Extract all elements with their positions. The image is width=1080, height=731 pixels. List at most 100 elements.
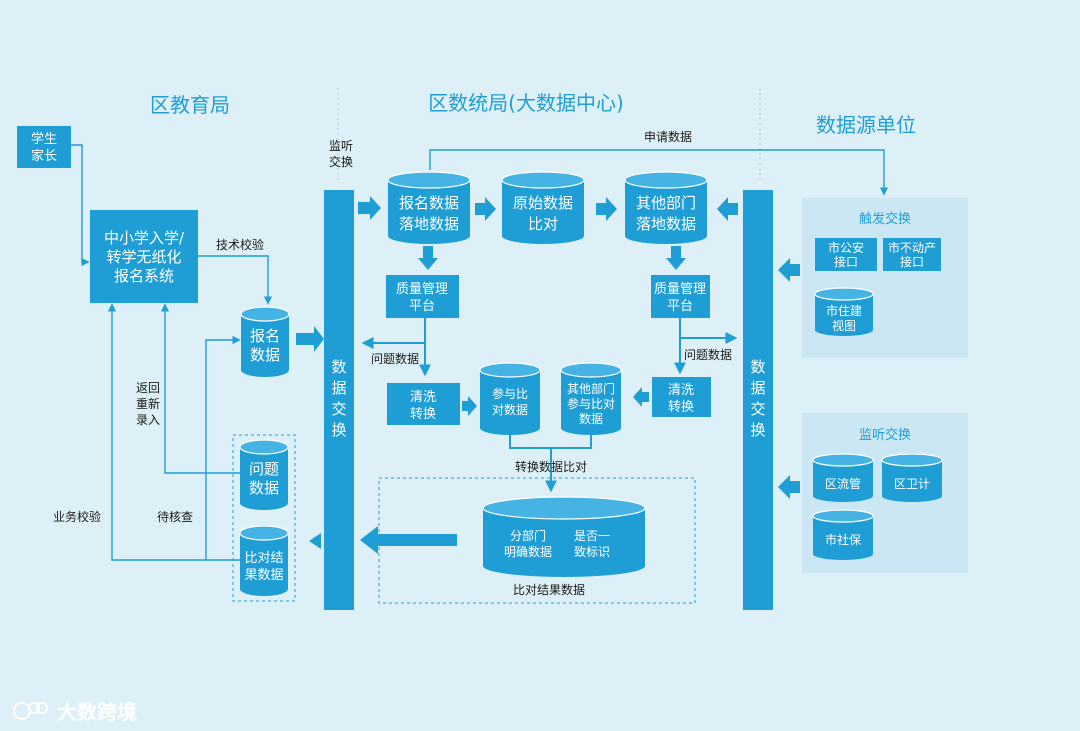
enrollment-system-box: 中小学入学/ 转学无纸化 报名系统 xyxy=(90,210,198,303)
listen-exchange-title: 监听交换 xyxy=(859,427,911,443)
district-flow-cylinder: 区流管 xyxy=(812,453,874,502)
arrow-signup-to-exchange xyxy=(296,326,324,352)
svg-text:问题: 问题 xyxy=(249,460,279,478)
label-return-1: 返回 xyxy=(136,381,160,395)
svg-text:数据: 数据 xyxy=(250,346,280,364)
label-listen-2: 交换 xyxy=(329,154,353,169)
label-result-caption: 比对结果数据 xyxy=(513,582,585,597)
arrow-listen-to-exchange xyxy=(778,475,800,499)
svg-text:明确数据: 明确数据 xyxy=(504,544,552,559)
svg-text:家长: 家长 xyxy=(31,148,57,164)
city-property-interface: 市不动产 接口 xyxy=(883,238,941,271)
arrow-exchange-to-result xyxy=(309,533,321,549)
svg-text:致标识: 致标识 xyxy=(574,545,610,559)
svg-text:比对结: 比对结 xyxy=(244,551,283,566)
clean-convert-right: 清洗 转换 xyxy=(652,377,711,417)
arrow-clean-to-other-compare xyxy=(633,387,649,407)
svg-text:质量管理: 质量管理 xyxy=(396,282,448,297)
svg-text:数: 数 xyxy=(750,358,765,376)
arrow-trigger-to-exchange xyxy=(778,258,800,282)
arrow-exchange-to-other xyxy=(717,197,738,221)
svg-text:据: 据 xyxy=(750,379,765,397)
svg-text:报名系统: 报名系统 xyxy=(114,267,174,285)
svg-text:转换: 转换 xyxy=(410,407,436,422)
svg-text:区流管: 区流管 xyxy=(825,476,861,491)
svg-text:接口: 接口 xyxy=(834,254,858,269)
arrow-student-to-system xyxy=(71,144,90,267)
svg-text:转学无纸化: 转学无纸化 xyxy=(106,248,181,266)
quality-mgmt-right: 质量管理 平台 xyxy=(651,275,710,318)
result-group xyxy=(378,477,696,604)
landing-other-cylinder: 其他部门 落地数据 xyxy=(624,171,708,244)
arrow-pending-check xyxy=(205,335,241,560)
result-database: 分部门 明确数据 是否一 致标识 xyxy=(482,496,646,577)
svg-text:平台: 平台 xyxy=(409,299,435,314)
svg-text:市公安: 市公安 xyxy=(828,240,864,255)
connector-compare-merge xyxy=(509,435,592,449)
svg-text:是否一: 是否一 xyxy=(574,529,610,543)
arrow-landing-to-qm-left xyxy=(418,246,438,270)
label-pending-check: 待核查 xyxy=(157,510,193,524)
svg-text:原始数据: 原始数据 xyxy=(513,194,573,212)
svg-text:交: 交 xyxy=(750,400,765,418)
svg-text:换: 换 xyxy=(750,421,765,439)
arrow-landing-to-raw xyxy=(475,197,496,221)
svg-text:报名: 报名 xyxy=(250,327,280,345)
svg-text:落地数据: 落地数据 xyxy=(399,215,459,233)
label-apply-data: 申请数据 xyxy=(644,129,692,144)
svg-text:清洗: 清洗 xyxy=(410,390,436,405)
svg-text:参与比: 参与比 xyxy=(492,386,528,401)
svg-text:市社保: 市社保 xyxy=(825,532,861,547)
svg-text:接口: 接口 xyxy=(900,254,924,269)
svg-text:果数据: 果数据 xyxy=(244,568,283,583)
compare-result-cylinder: 比对结 果数据 xyxy=(239,525,289,596)
svg-text:视图: 视图 xyxy=(832,318,856,333)
data-exchange-bar-left: 数 据 交 换 xyxy=(324,190,354,610)
city-housing-view: 市住建 视图 xyxy=(814,287,874,336)
svg-text:对数据: 对数据 xyxy=(492,402,528,417)
arrow-other-to-raw xyxy=(596,197,617,221)
arrow-business-check xyxy=(107,303,240,561)
title-data-center: 区数统局(大数据中心) xyxy=(428,91,624,115)
svg-text:转换: 转换 xyxy=(668,400,694,415)
clean-convert-left: 清洗 转换 xyxy=(387,383,460,425)
arrow-clean-to-compare xyxy=(462,396,477,416)
svg-text:交: 交 xyxy=(331,400,346,418)
label-return-3: 录入 xyxy=(136,413,160,427)
svg-text:区卫计: 区卫计 xyxy=(894,477,930,491)
svg-text:据: 据 xyxy=(331,379,346,397)
arrow-result-to-exchange xyxy=(360,526,457,554)
label-tech-check: 技术校验 xyxy=(216,237,264,252)
student-parent-box: 学生 家长 xyxy=(17,126,71,168)
watermark-text: 大数跨境 xyxy=(57,700,137,724)
svg-text:市不动产: 市不动产 xyxy=(888,240,936,255)
arrow-exchange-to-landing xyxy=(358,196,381,220)
svg-text:参与比对: 参与比对 xyxy=(567,396,615,411)
svg-text:数: 数 xyxy=(331,358,346,376)
data-exchange-bar-right: 数 据 交 换 xyxy=(743,190,773,610)
svg-text:换: 换 xyxy=(331,421,346,439)
svg-text:清洗: 清洗 xyxy=(668,383,694,398)
quality-mgmt-left: 质量管理 平台 xyxy=(386,275,459,318)
svg-text:比对: 比对 xyxy=(528,215,558,233)
label-business-check: 业务校验 xyxy=(53,509,101,524)
svg-text:其他部门: 其他部门 xyxy=(567,381,615,396)
other-compare-cylinder: 其他部门 参与比对 数据 xyxy=(560,362,622,435)
svg-text:中小学入学/: 中小学入学/ xyxy=(104,229,185,247)
arrow-landing-to-qm-right xyxy=(666,246,686,270)
arrow-return-reentry xyxy=(160,303,240,474)
arrow-apply-data xyxy=(429,149,889,196)
landing-signup-cylinder: 报名数据 落地数据 xyxy=(387,171,471,244)
svg-text:平台: 平台 xyxy=(667,299,693,314)
svg-text:数据: 数据 xyxy=(249,479,279,497)
label-convert-compare: 转换数据比对 xyxy=(515,459,587,474)
svg-text:其他部门: 其他部门 xyxy=(636,194,696,212)
label-problem-data-right: 问题数据 xyxy=(684,347,732,362)
svg-text:分部门: 分部门 xyxy=(510,528,546,543)
svg-text:数据: 数据 xyxy=(579,411,603,426)
svg-text:报名数据: 报名数据 xyxy=(399,194,459,212)
city-police-interface: 市公安 接口 xyxy=(815,238,877,271)
signup-data-cylinder: 报名 数据 xyxy=(240,306,290,377)
